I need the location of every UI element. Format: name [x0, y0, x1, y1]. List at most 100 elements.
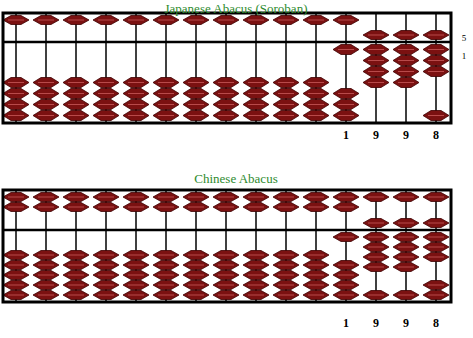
abacus-bead — [363, 31, 389, 40]
bead-highlight — [38, 265, 54, 266]
abacus-bead — [423, 281, 449, 290]
bead-highlight — [8, 255, 24, 256]
bead-highlight — [428, 115, 444, 116]
bead-highlight — [188, 275, 204, 276]
bead-highlight — [188, 82, 204, 83]
bead-highlight — [248, 20, 264, 21]
bead-highlight — [98, 285, 114, 286]
abacus-bead — [273, 251, 299, 260]
abacus-bead — [243, 203, 269, 212]
abacus-frame — [3, 190, 451, 302]
abacus-bead — [153, 89, 179, 99]
bead-highlight — [128, 93, 144, 94]
abacus-bead — [363, 78, 389, 88]
bead-highlight — [428, 60, 444, 61]
abacus-bead — [183, 78, 209, 88]
bead-highlight — [398, 223, 414, 224]
abacus-bead — [303, 261, 329, 270]
digit-label: 9 — [373, 317, 379, 329]
bead-highlight — [308, 255, 324, 256]
bead-highlight — [338, 20, 354, 21]
bead-highlight — [218, 93, 234, 94]
bead-highlight — [218, 255, 234, 256]
bead-highlight — [68, 265, 84, 266]
abacus-bead — [93, 261, 119, 270]
bead-highlight — [38, 115, 54, 116]
abacus-bead — [303, 203, 329, 212]
bead-highlight — [278, 20, 294, 21]
bead-highlight — [218, 207, 234, 208]
abacus-bead — [63, 271, 89, 280]
abacus-bead — [33, 261, 59, 270]
digit-label: 1 — [343, 129, 349, 141]
bead-highlight — [188, 197, 204, 198]
digit-label: 1 — [343, 317, 349, 329]
abacus-bead — [303, 251, 329, 260]
abacus-bead — [213, 271, 239, 280]
bead-highlight — [98, 265, 114, 266]
bead-highlight — [98, 104, 114, 105]
bead-highlight — [278, 82, 294, 83]
abacus-bead — [423, 291, 449, 300]
bead-highlight — [398, 267, 414, 268]
abacus-bead — [93, 111, 119, 121]
abacus-bead — [423, 67, 449, 77]
bead-highlight — [308, 20, 324, 21]
bead-highlight — [398, 295, 414, 296]
bead-highlight — [368, 49, 384, 50]
bead-highlight — [98, 82, 114, 83]
abacus-bead — [33, 100, 59, 110]
abacus-bead — [393, 45, 419, 55]
abacus-bead — [303, 111, 329, 121]
abacus-bead — [423, 56, 449, 66]
abacus-bead — [363, 253, 389, 262]
abacus-bead — [423, 31, 449, 40]
bead-highlight — [68, 207, 84, 208]
abacus-bead — [93, 291, 119, 300]
abacus-bead — [273, 203, 299, 212]
bead-highlight — [98, 115, 114, 116]
bead-highlight — [188, 93, 204, 94]
bead-highlight — [68, 255, 84, 256]
abacus-bead — [183, 89, 209, 99]
bead-highlight — [368, 197, 384, 198]
abacus-bead — [93, 16, 119, 25]
abacus-bead — [423, 45, 449, 55]
bead-highlight — [218, 197, 234, 198]
abacus-bead — [3, 193, 29, 202]
abacus-bead — [153, 111, 179, 121]
abacus-bead — [63, 78, 89, 88]
digit-label: 9 — [403, 129, 409, 141]
bead-highlight — [158, 265, 174, 266]
bead-highlight — [158, 197, 174, 198]
bead-highlight — [158, 93, 174, 94]
abacus-bead — [393, 193, 419, 202]
bead-highlight — [218, 115, 234, 116]
abacus-bead — [213, 100, 239, 110]
abacus-bead — [423, 243, 449, 252]
bead-highlight — [218, 265, 234, 266]
abacus-bead — [333, 45, 359, 55]
bead-highlight — [248, 197, 264, 198]
abacus-bead — [273, 16, 299, 25]
abacus-bead — [213, 78, 239, 88]
bead-highlight — [158, 104, 174, 105]
abacus-bead — [183, 261, 209, 270]
bead-highlight — [248, 104, 264, 105]
abacus-bead — [3, 78, 29, 88]
bead-highlight — [308, 275, 324, 276]
bead-highlight — [368, 257, 384, 258]
bead-highlight — [128, 285, 144, 286]
abacus-bead — [123, 271, 149, 280]
bead-highlight — [68, 82, 84, 83]
bead-highlight — [98, 197, 114, 198]
bead-highlight — [128, 197, 144, 198]
abacus-bead — [213, 291, 239, 300]
bead-highlight — [8, 207, 24, 208]
abacus-bead — [273, 111, 299, 121]
bead-highlight — [128, 115, 144, 116]
abacus-bead — [63, 193, 89, 202]
abacus-bead — [213, 193, 239, 202]
abacus-bead — [273, 271, 299, 280]
